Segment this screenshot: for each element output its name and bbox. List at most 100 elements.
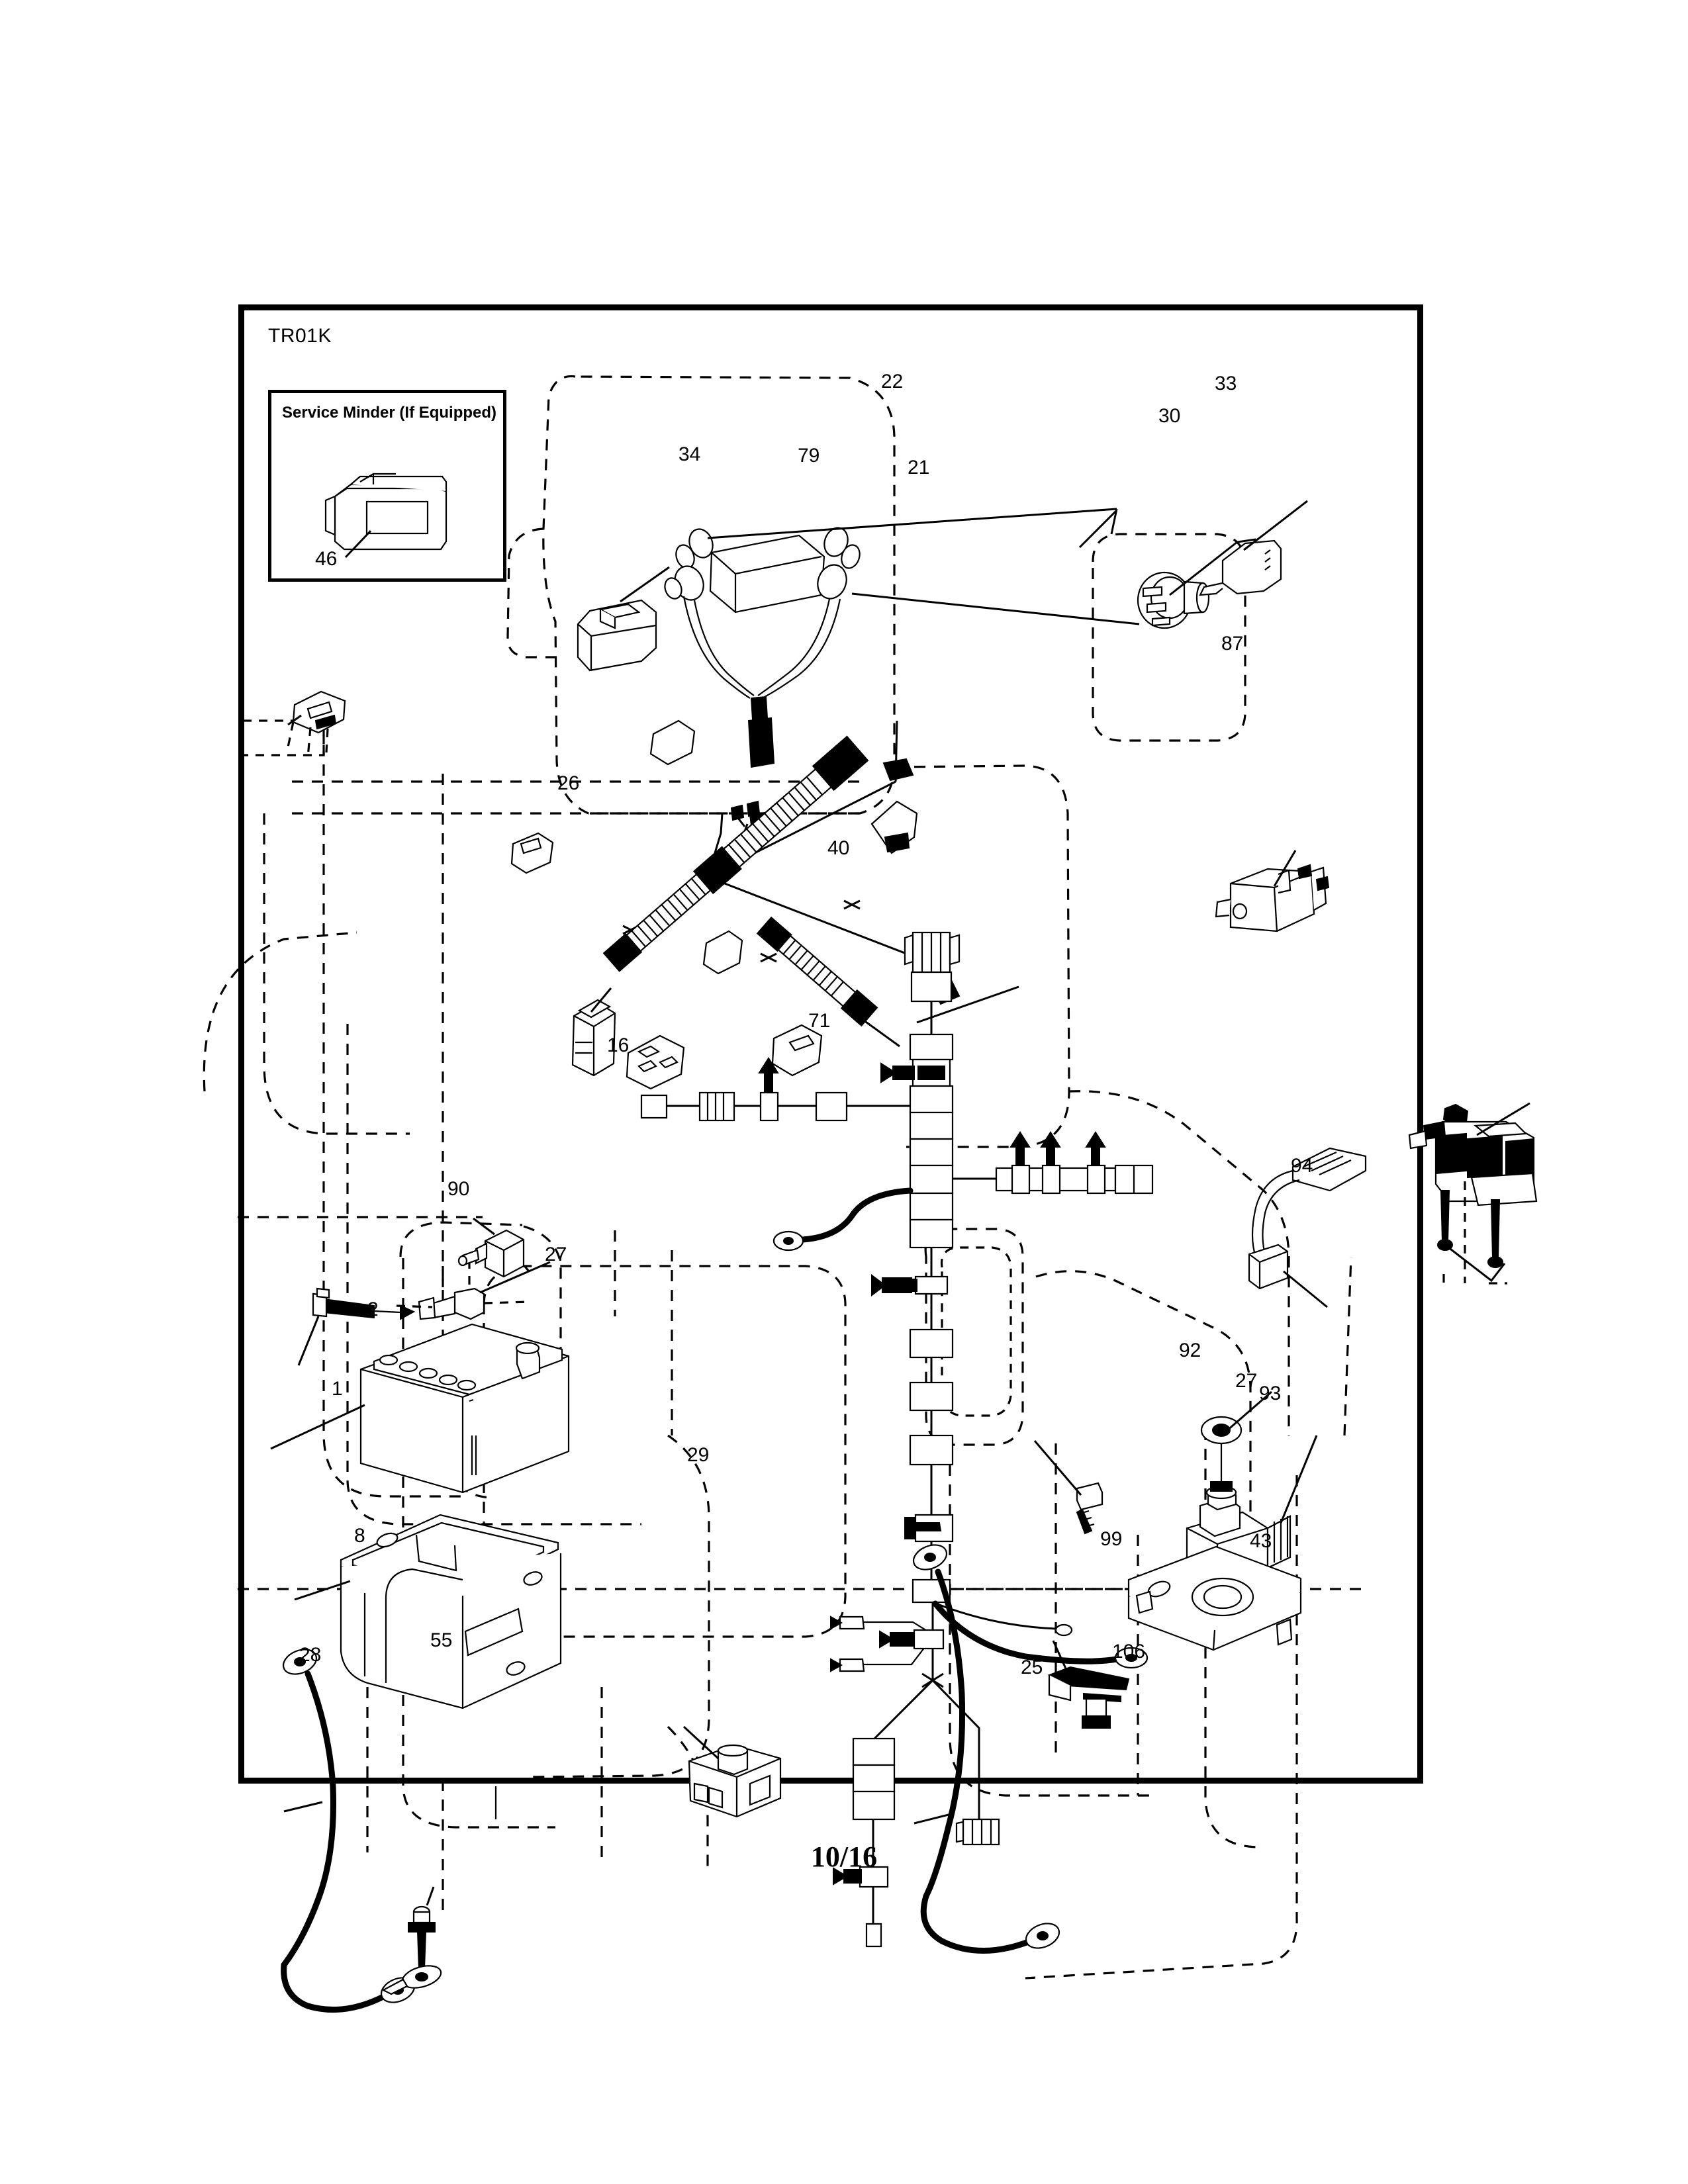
exploded-view-illustration bbox=[203, 375, 1538, 2013]
outline-right-col3 bbox=[1204, 1429, 1258, 1848]
part-71-harness-branch bbox=[640, 931, 1154, 1297]
outline-right-body bbox=[1035, 1270, 1252, 1627]
leader-28 bbox=[283, 1801, 323, 1813]
callout-94: 94 bbox=[1291, 1155, 1313, 1177]
callout-93: 93 bbox=[1259, 1383, 1282, 1404]
leader-34 bbox=[620, 566, 670, 603]
callout-26: 26 bbox=[557, 772, 580, 794]
callout-99: 99 bbox=[1100, 1528, 1123, 1550]
callout-22: 22 bbox=[881, 371, 904, 392]
leader-33 bbox=[1243, 500, 1308, 551]
part-30-ignition-switch bbox=[1137, 571, 1210, 629]
leader-25 bbox=[914, 1813, 952, 1825]
callout-34: 34 bbox=[679, 443, 701, 465]
part-1-battery bbox=[359, 1323, 570, 1494]
leader-94 bbox=[1476, 1102, 1530, 1136]
part-55-ground-bolt bbox=[381, 1905, 442, 1995]
leader-30 bbox=[1169, 538, 1256, 596]
leader-26-dash bbox=[287, 721, 329, 758]
part-33-ignition-key bbox=[1199, 539, 1282, 596]
callout-30: 30 bbox=[1158, 405, 1181, 427]
leader-1 bbox=[270, 1404, 365, 1450]
plate-code: TR01K bbox=[268, 325, 332, 347]
callout-8: 8 bbox=[354, 1525, 365, 1547]
leader-27a bbox=[479, 1261, 551, 1294]
part-106-ground-strap bbox=[1047, 1666, 1130, 1729]
outline-clip-box bbox=[243, 719, 325, 756]
callout-1: 1 bbox=[332, 1378, 343, 1400]
part-92-jumper-connector bbox=[1248, 1147, 1367, 1290]
leader-8 bbox=[294, 1580, 351, 1601]
outline-fender-a bbox=[263, 813, 410, 1135]
leader-106 bbox=[1052, 1640, 1073, 1682]
outline-fender-b bbox=[203, 931, 357, 1092]
diagram-frame: TR01K Service Minder (If Equipped) 46 bbox=[203, 304, 1538, 2013]
leader-16 bbox=[590, 987, 612, 1013]
leader-90 bbox=[473, 1217, 495, 1236]
callout-106: 106 bbox=[1112, 1641, 1146, 1662]
callout-40: 40 bbox=[827, 837, 850, 859]
outline-batt-b bbox=[402, 1258, 555, 1829]
leader-29 bbox=[682, 1725, 720, 1760]
leader-43 bbox=[1280, 1435, 1318, 1524]
part-43-solenoid bbox=[1127, 1416, 1302, 1651]
leader-2 bbox=[297, 1316, 320, 1366]
leader-21 bbox=[851, 592, 1140, 625]
part-99-screw bbox=[1076, 1482, 1103, 1535]
leader-40 bbox=[916, 985, 1019, 1024]
page-number: 10/16 bbox=[810, 1841, 878, 1873]
outline-batt-c bbox=[523, 1225, 562, 1435]
callout-55: 55 bbox=[430, 1629, 453, 1651]
part-34-rocker-switch bbox=[577, 599, 657, 672]
part-25-positive-cable bbox=[912, 1544, 1060, 1954]
part-2-battery-bolt bbox=[312, 1287, 416, 1320]
callout-92: 92 bbox=[1179, 1340, 1201, 1361]
leader-71 bbox=[861, 1017, 900, 1048]
outline-right-tip bbox=[1343, 1256, 1352, 1436]
outline-right-outer bbox=[1025, 1475, 1298, 1979]
part-27-hex-nut-battery bbox=[396, 1263, 531, 1320]
callout-21: 21 bbox=[908, 457, 930, 478]
leader-27b bbox=[1221, 1390, 1272, 1437]
callout-43: 43 bbox=[1250, 1530, 1272, 1552]
service-minder-illustration bbox=[324, 473, 447, 559]
callout-29: 29 bbox=[687, 1444, 710, 1466]
callout-27: 27 bbox=[545, 1244, 567, 1265]
outline-fuel-tank-inner bbox=[940, 1246, 1012, 1417]
leader-99 bbox=[1033, 1440, 1082, 1496]
part-40-main-harness bbox=[292, 690, 918, 1090]
callout-79: 79 bbox=[798, 445, 820, 467]
callout-16: 16 bbox=[607, 1034, 630, 1056]
harness-lower-centre bbox=[830, 1294, 1149, 1948]
outline-frame-left bbox=[322, 725, 463, 1498]
part-29-pto-switch bbox=[688, 1744, 782, 1818]
part-87-relay bbox=[1215, 864, 1330, 933]
callout-46: 46 bbox=[315, 548, 338, 570]
outline-chassis-left bbox=[346, 1024, 641, 1525]
outline-batt-a bbox=[399, 1221, 523, 1257]
outline-engine-b bbox=[1068, 1090, 1290, 1435]
service-minder-inset: Service Minder (If Equipped) 46 bbox=[268, 390, 506, 582]
part-79-headlight-harness bbox=[664, 527, 861, 768]
callout-87: 87 bbox=[1221, 633, 1244, 655]
service-minder-caption: Service Minder (If Equipped) bbox=[282, 404, 497, 422]
leader-22 bbox=[707, 508, 1118, 539]
leader-87 bbox=[1273, 850, 1297, 887]
callout-27-solenoid: 27 bbox=[1235, 1370, 1258, 1392]
leader-55 bbox=[426, 1886, 435, 1906]
leader-22b bbox=[1078, 509, 1118, 549]
leader-92 bbox=[1283, 1270, 1328, 1308]
callout-2: 2 bbox=[367, 1298, 379, 1320]
outline-right-col bbox=[949, 1445, 1151, 1797]
part-28-negative-cable bbox=[281, 1649, 416, 2013]
outline-chassis-mid bbox=[442, 774, 491, 1499]
callout-33: 33 bbox=[1215, 373, 1237, 394]
part-8-battery-box bbox=[340, 1514, 562, 1709]
callout-25: 25 bbox=[1021, 1657, 1043, 1678]
callout-71: 71 bbox=[808, 1010, 831, 1032]
callout-90: 90 bbox=[447, 1178, 470, 1200]
outline-batt-f bbox=[528, 1434, 710, 1778]
part-94-brake-switch bbox=[1408, 1103, 1538, 1289]
leader-26 bbox=[287, 714, 302, 726]
